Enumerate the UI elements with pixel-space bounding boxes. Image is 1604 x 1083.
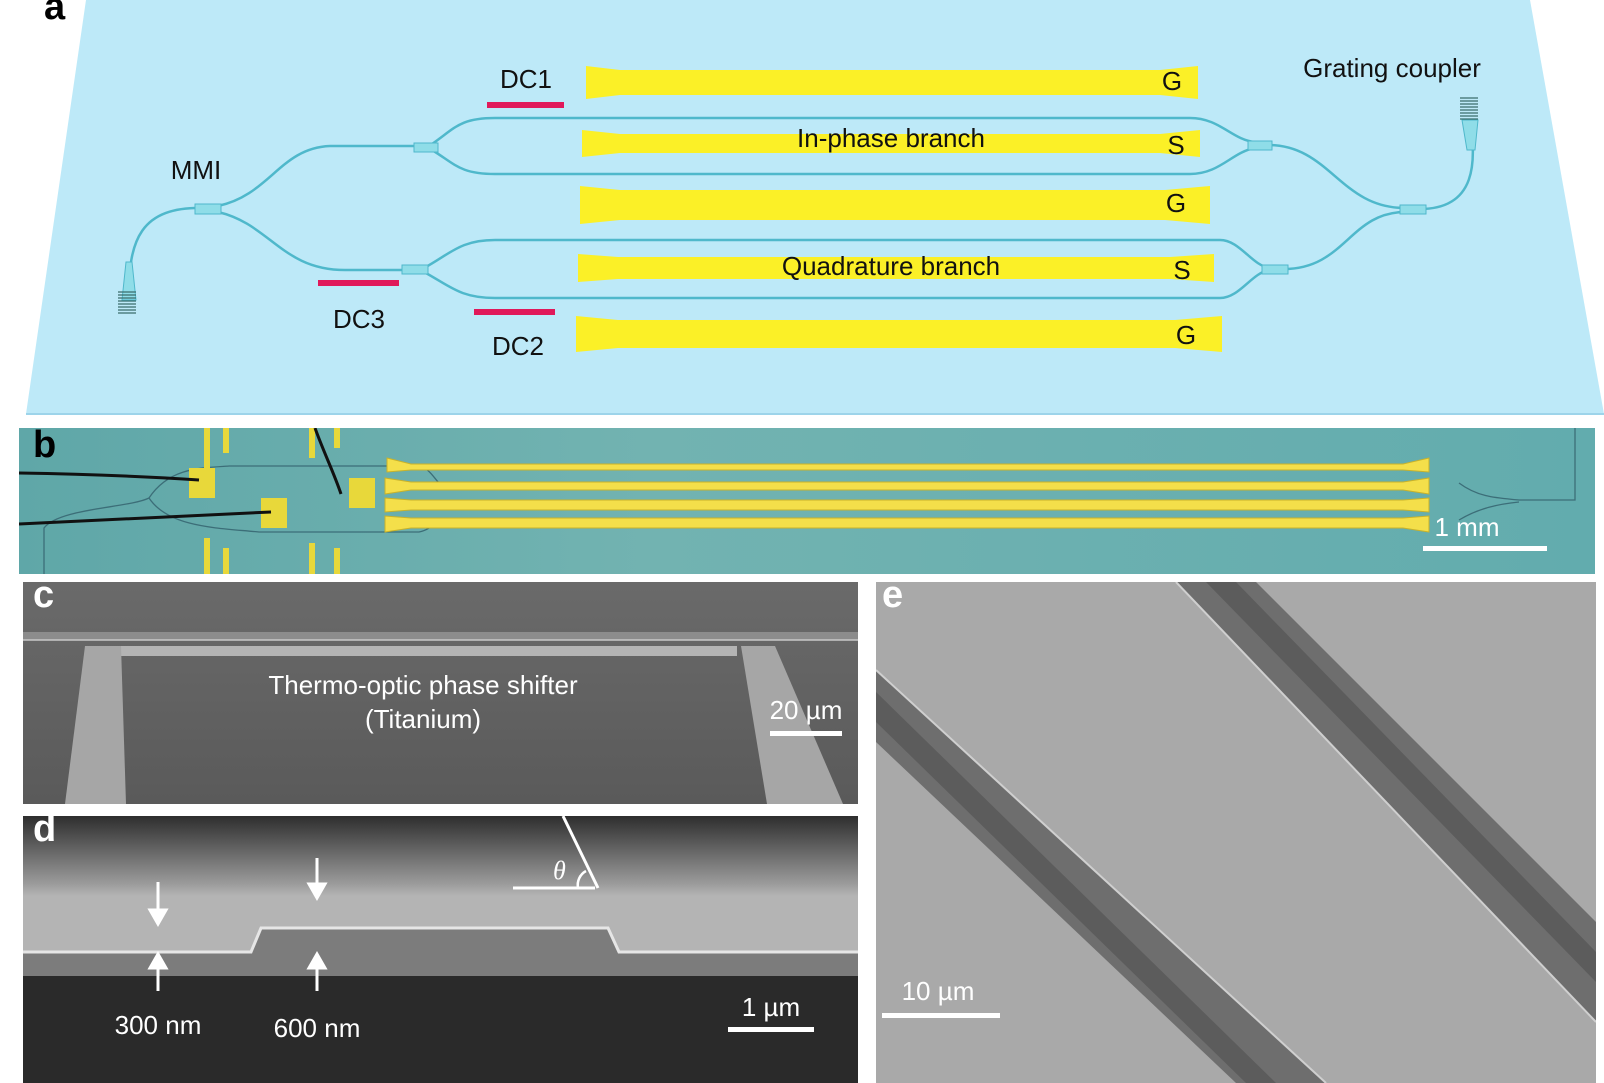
- panel-e-sem-svg: [876, 582, 1596, 1083]
- panel-e-scale-bar: [882, 1013, 1000, 1018]
- pad-trace-4: [334, 428, 340, 448]
- dc2-label: DC2: [491, 331, 545, 361]
- mmi-label: MMI: [170, 155, 222, 185]
- panel-a-device-schematic: a MMI Grating coupler DC1 DC3 DC2 In-pha…: [0, 0, 1604, 415]
- panel-d-sem-cross-section: d θ 300 nm 600 nm 1 µm: [23, 808, 858, 1083]
- dc3-label: DC3: [332, 304, 386, 334]
- trench-2-highlight: [1175, 582, 1596, 1023]
- panel-c-scale-bar: [770, 731, 842, 736]
- theta-vertical-line: [561, 816, 600, 889]
- heater-strip: [121, 646, 737, 656]
- pad-trace-1: [204, 428, 210, 468]
- electrode-label-g3: G: [1175, 320, 1197, 350]
- trench-1-inner: [876, 692, 1276, 1083]
- electrode-g2: [580, 186, 1210, 224]
- output-combiner: [1399, 204, 1427, 215]
- panel-d-label: d: [33, 808, 57, 850]
- panel-b-micrograph-svg: [19, 428, 1595, 574]
- right-contact-arm: [741, 646, 843, 804]
- dimension-arrows: [147, 858, 328, 991]
- panel-b-probe-wires: [19, 428, 343, 526]
- coupler-quad-right: [1261, 264, 1289, 275]
- panel-e-sem-top-view: e 10 µm: [876, 574, 1596, 1083]
- panel-b-scale-bar: [1423, 546, 1547, 551]
- electrodes: [576, 66, 1222, 352]
- left-contact-arm: [65, 646, 126, 804]
- quadrature-branch-label: Quadrature branch: [781, 251, 1001, 281]
- panel-b-scale-label: 1 mm: [1434, 512, 1500, 542]
- theta-label: θ: [553, 856, 566, 885]
- electrode-g3: [576, 316, 1222, 352]
- panel-d-scale-bar: [728, 1027, 814, 1032]
- pad-trace-7: [309, 543, 315, 574]
- coupler-quad-left: [401, 264, 429, 275]
- panel-c-label: c: [33, 574, 55, 616]
- sem-background-c: [23, 582, 858, 804]
- dc3-mark: [318, 280, 399, 286]
- panel-c-sem-svg: [23, 582, 858, 804]
- waveguide-components: [121, 119, 1479, 301]
- electrode-label-g1: G: [1161, 66, 1183, 96]
- panel-b-pads: [189, 428, 375, 574]
- coupler-in-phase-left: [413, 142, 439, 153]
- dim-600nm-label: 600 nm: [273, 1013, 361, 1043]
- contact-pad-1: [189, 468, 215, 498]
- panel-b-label: b: [33, 424, 57, 466]
- input-grating-coupler-icon: [118, 291, 136, 314]
- panel-b-micrograph: b 1 mm: [19, 424, 1595, 574]
- electrode-label-s2: S: [1173, 255, 1191, 285]
- panel-b-electrodes: [384, 457, 1430, 533]
- waveguide-ridge-c: [23, 632, 858, 640]
- trench-1-highlight: [876, 669, 1327, 1083]
- panel-d-sem-svg: [23, 816, 858, 1083]
- panel-c-sem: c Thermo-optic phase shifter (Titanium) …: [23, 574, 858, 804]
- theta-arc: [576, 869, 587, 889]
- panel-a-label: a: [44, 0, 66, 28]
- mmi-splitter: [194, 203, 222, 215]
- panel-c-title-line1: Thermo-optic phase shifter: [268, 670, 578, 700]
- sem-background-bottom: [23, 976, 858, 1083]
- panel-c-scale-label: 20 µm: [769, 695, 843, 725]
- b-electrode-3: [384, 497, 1430, 513]
- pad-trace-3: [309, 428, 315, 458]
- grating-coupler-label: Grating coupler: [1303, 53, 1481, 83]
- b-electrode-4: [384, 515, 1430, 533]
- pad-trace-8: [334, 548, 340, 574]
- output-grating-coupler-icon: [1460, 97, 1478, 120]
- trench-2-inner: [1206, 582, 1596, 982]
- dc-marks: [318, 102, 564, 315]
- electrode-label-g2: G: [1165, 188, 1187, 218]
- pad-trace-2: [223, 428, 229, 453]
- in-phase-branch-label: In-phase branch: [797, 123, 985, 153]
- electrode-s1: [582, 130, 1200, 157]
- b-electrode-2: [384, 477, 1430, 495]
- dc1-mark: [487, 102, 564, 108]
- electrode-label-s1: S: [1167, 130, 1185, 160]
- output-taper: [1461, 119, 1479, 151]
- panel-e-scale-label: 10 µm: [901, 976, 975, 1006]
- electrode-g1: [586, 66, 1198, 99]
- dc2-mark: [474, 309, 555, 315]
- pad-trace-6: [223, 548, 229, 574]
- film-cross-section: [23, 928, 858, 976]
- electrode-s2: [578, 254, 1214, 282]
- film-top-edge: [23, 926, 858, 954]
- panel-d-scale-label: 1 µm: [741, 992, 801, 1022]
- panel-c-title-line2: (Titanium): [364, 704, 482, 734]
- input-taper: [121, 261, 137, 301]
- panel-a-schematic-svg: [26, 0, 1604, 415]
- b-electrode-1: [386, 457, 1430, 473]
- dim-300nm-label: 300 nm: [114, 1010, 202, 1040]
- dc1-label: DC1: [499, 64, 553, 94]
- pad-trace-5: [204, 538, 210, 574]
- panel-e-label: e: [882, 574, 904, 616]
- contact-pad-3: [349, 478, 375, 508]
- coupler-in-phase-right: [1247, 140, 1273, 151]
